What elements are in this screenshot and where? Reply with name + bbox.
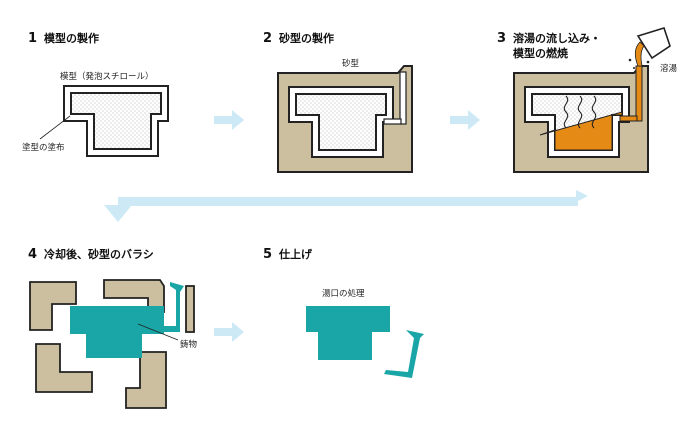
arrow-1-2 [214,110,244,130]
casting-label: 鋳物 [180,339,198,350]
sand-fragment-bottom-left [35,343,93,393]
removed-sprue [384,330,424,378]
step-5: 5 仕上げ 湯口の処理 [263,247,424,378]
runner [383,118,402,125]
step-3-title-line2: 模型の燃焼 [513,46,568,60]
step-4-number: 4 [28,247,37,262]
step-2-title: 砂型の製作 [279,31,334,45]
sand-fragment-thin [185,285,195,333]
casting-leader [137,323,179,341]
step-4: 4 冷却後、砂型のバラシ 鋳物 [28,247,198,409]
sand-fragment-bottom-right [125,351,167,409]
step-5-number: 5 [263,247,272,262]
molten-label: 溶湯 [660,63,678,74]
pour-stream [634,41,645,67]
spark-icon [628,58,650,69]
smoke-icon [563,95,597,129]
sprue-channel [399,71,407,125]
return-arrow [104,190,588,222]
arrow-4-5 [214,322,244,342]
step-3-title-line1: 溶湯の流し込み・ [513,31,601,45]
step-2: 2 砂型の製作 砂型 [263,31,413,173]
step-1: 1 模型の製作 模型（発泡スチロール） 塗型の塗布 [22,31,169,157]
step-5-title: 仕上げ [278,247,313,261]
sand-mold-label: 砂型 [342,58,360,69]
sand-fragment-top-left [29,281,77,331]
step-1-title: 模型の製作 [44,31,99,45]
pattern-label: 模型（発泡スチロール） [60,71,154,82]
molten-metal-fill [539,111,623,151]
runner-molten [619,115,638,122]
step-1-number: 1 [28,31,37,46]
step-4-title: 冷却後、砂型のバラシ [44,247,154,261]
coating-leader [39,115,71,140]
step-3: 3 溶湯の流し込み・ 模型の燃焼 溶湯 [497,27,678,173]
sprue-molten [635,65,643,122]
casting-sprue [164,282,184,332]
finished-casting [306,306,390,360]
mold-pattern [295,93,387,151]
coating-label: 塗型の塗布 [22,142,65,153]
step-2-number: 2 [263,31,272,46]
gate-processing-label: 湯口の処理 [322,288,365,299]
ladle-icon [636,27,671,60]
casting [70,306,164,358]
foam-pattern [70,92,162,150]
step-3-number: 3 [497,31,506,46]
arrow-2-3 [450,110,480,130]
